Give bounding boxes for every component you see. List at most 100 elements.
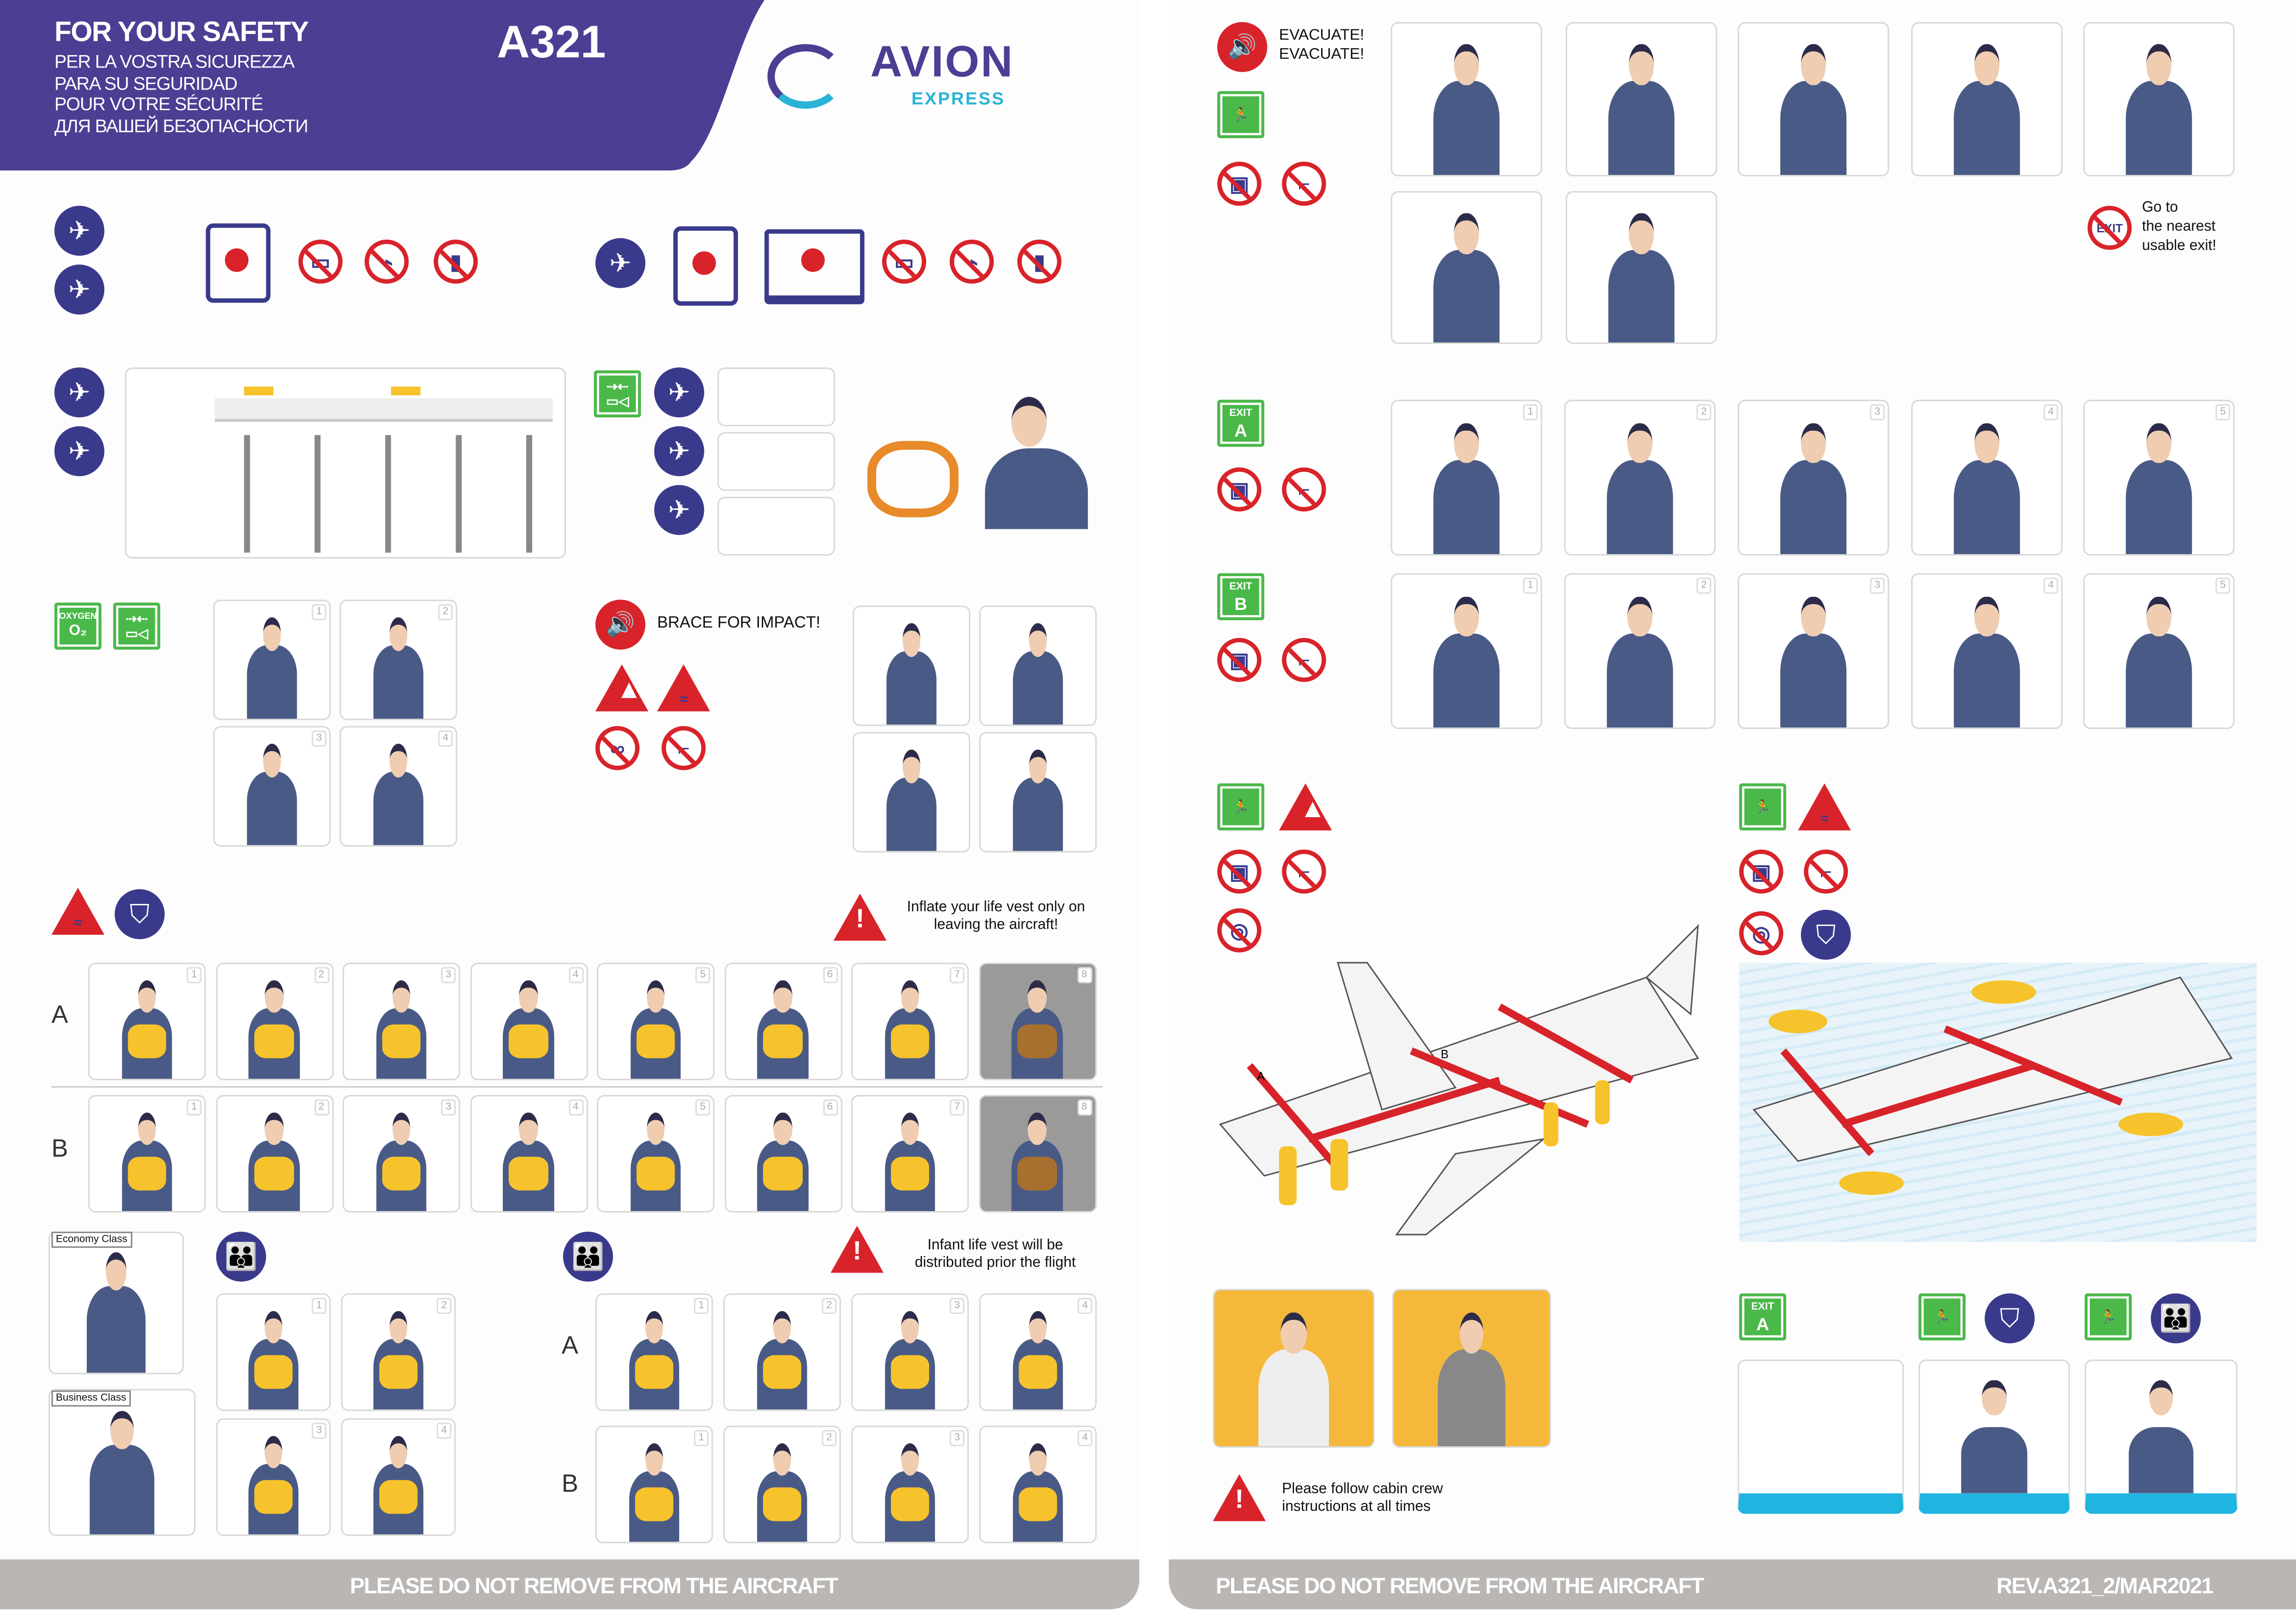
person-head <box>773 1112 792 1145</box>
exit-sign-label-2: EXIT <box>1751 1301 1774 1312</box>
no-high-heels-icon: ⌐ <box>661 726 706 770</box>
no-high-heels-icon-2: ⌐ <box>1282 162 1326 206</box>
person-head <box>519 1112 538 1145</box>
logo-wordmark: AVION <box>870 38 1014 87</box>
child-vest-icon: 👪 <box>216 1231 266 1282</box>
life-vest-figure <box>890 1487 930 1521</box>
warning-icon: ! <box>833 893 887 941</box>
step-number: 7 <box>950 1099 965 1116</box>
step-number: 3 <box>441 1099 456 1116</box>
inflate-warning-text: Inflate your life vest only on leaving t… <box>907 899 1086 933</box>
person-head <box>646 980 665 1013</box>
life-vest-step-a: 2 <box>215 962 333 1081</box>
land-warning-icon-2: ▲ <box>1279 783 1332 830</box>
life-vest-figure <box>382 1024 421 1058</box>
life-vest-figure <box>635 1354 674 1389</box>
life-vest-figure <box>890 1156 930 1191</box>
land-warning-icon: ▲ <box>595 664 648 712</box>
person-head <box>1028 1112 1047 1145</box>
person-head <box>389 744 408 777</box>
person-figure <box>1434 459 1499 554</box>
emergency-exit-sign: 🏃 <box>1217 91 1265 138</box>
emergency-exit-sign-4: 🏃 <box>1918 1293 1966 1341</box>
life-vest-figure <box>636 1156 675 1191</box>
step-number: 4 <box>1077 1297 1092 1314</box>
plane-door-label: A <box>1257 1070 1265 1083</box>
evacuate-line-1: EVACUATE! <box>1279 26 1364 45</box>
infant-belt-illustration <box>867 441 959 517</box>
subtitle-ru: ДЛЯ ВАШЕЙ БЕЗОПАСНОСТИ <box>54 115 308 136</box>
life-vest-figure <box>1018 1354 1058 1389</box>
person-head <box>645 1311 664 1344</box>
infant-vest-step-a: 1 <box>595 1293 713 1411</box>
person-figure <box>1954 459 2020 554</box>
person-figure <box>1013 778 1064 851</box>
infant-vest-step-a: 3 <box>851 1293 969 1411</box>
subtitle-es: PARA SU SEGURIDAD <box>54 73 237 94</box>
no-baggage-icon-5: ▣ <box>1739 849 1784 894</box>
person-head <box>1454 213 1479 254</box>
exit-b-letter: B <box>1234 593 1247 614</box>
life-vest-figure <box>254 1024 294 1058</box>
life-vest-figure <box>382 1156 421 1191</box>
infant-row-b-label: B <box>561 1470 579 1498</box>
life-vest-figure <box>763 1024 803 1058</box>
nearest-exit-line-1: Go to <box>2142 200 2178 216</box>
person-head <box>138 1112 157 1145</box>
slide-jump-panel <box>1213 1289 1375 1448</box>
step-number: 5 <box>2215 404 2230 421</box>
person-head <box>2147 596 2171 637</box>
no-exit-icon: EXIT <box>2088 206 2132 250</box>
seatbelt-sign: ⇢⇠▭◁ <box>594 370 641 418</box>
takeoff-icon: ✈ <box>54 206 105 256</box>
door-a-operation-step: 4 <box>1911 399 2063 556</box>
person-head <box>265 1112 283 1145</box>
person-head <box>1628 422 1652 464</box>
person-head <box>1629 45 1654 85</box>
person-figure <box>1780 633 1846 728</box>
person-figure <box>1954 633 2020 728</box>
person-head <box>265 980 283 1013</box>
life-vest-figure <box>762 1354 802 1389</box>
life-vest-figure <box>254 1354 293 1389</box>
infant-exit-panel <box>2084 1359 2238 1514</box>
seatbelt-release-panel <box>717 497 835 556</box>
person-figure <box>2126 459 2192 554</box>
step-number: 2 <box>438 604 453 621</box>
step-number: 6 <box>822 967 838 983</box>
exit-a-sign-label: EXIT <box>1229 408 1252 418</box>
person-head <box>1454 45 1479 85</box>
door-b-operation-step: 1 <box>1390 573 1542 729</box>
logo-subword: EXPRESS <box>911 88 1005 109</box>
step-number: 4 <box>437 1423 451 1439</box>
oxygen-mask-step-panel: 3 <box>213 726 331 847</box>
tablet-flightmode-icon <box>206 223 271 303</box>
infant-vest-step-b: 1 <box>595 1425 713 1543</box>
brace-position-panel <box>852 732 970 853</box>
person-figure <box>886 778 937 851</box>
person-head <box>263 744 281 777</box>
landing-icon: ✈ <box>54 264 105 315</box>
person-head <box>773 1443 792 1476</box>
warning-icon-3: ! <box>1213 1474 1266 1521</box>
no-charging-icon: ⌁ <box>364 239 409 284</box>
emergency-exit-sign-3: 🏃 <box>1739 783 1786 830</box>
life-vest-step-a: 7 <box>851 962 969 1081</box>
smoke-crouch-panel <box>1390 191 1542 344</box>
life-vest-figure <box>890 1024 930 1058</box>
life-vest-figure <box>1018 1024 1057 1058</box>
person-head <box>392 980 411 1013</box>
header-banner <box>0 0 765 171</box>
door-b-operation-step: 3 <box>1738 573 1889 729</box>
crew-instructions-warning: Please follow cabin crew instructions at… <box>1282 1481 1443 1515</box>
door-a-operation-step: 3 <box>1738 399 1889 556</box>
no-high-heels-icon-5: ⌐ <box>1282 849 1326 894</box>
life-vest-step-b: 6 <box>724 1095 842 1213</box>
person-head <box>1801 596 1825 637</box>
life-vest-step-b: 5 <box>597 1095 715 1213</box>
life-vest-figure <box>127 1156 167 1191</box>
person-head <box>1975 45 1999 85</box>
oxygen-mask-step-panel: 1 <box>213 600 331 720</box>
footer-notice: PLEASE DO NOT REMOVE FROM THE AIRCRAFT <box>349 1574 838 1599</box>
